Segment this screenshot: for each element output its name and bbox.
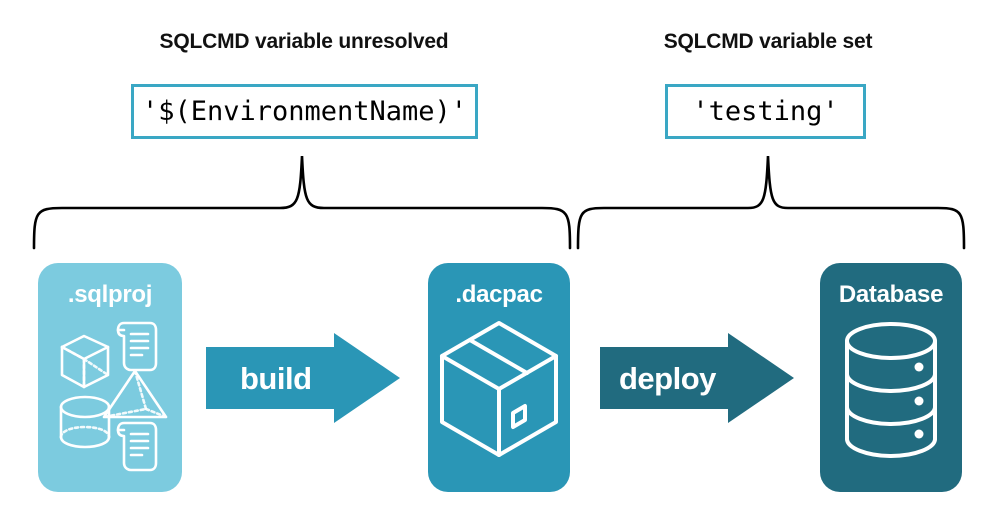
- cube-icon: [60, 334, 110, 389]
- card-sqlproj-title: .sqlproj: [67, 281, 153, 308]
- sqlproj-artwork: [59, 321, 168, 472]
- brace-left-icon: [32, 155, 572, 250]
- database-artwork: [845, 322, 937, 458]
- scroll-icon: [116, 421, 158, 472]
- heading-sqlcmd-variable-set: SQLCMD variable set: [663, 30, 873, 53]
- card-database-title: Database: [838, 281, 944, 308]
- scroll-icon: [116, 321, 158, 372]
- code-box-environment-name: '$(EnvironmentName)': [131, 84, 478, 139]
- cylinder-icon: [59, 395, 111, 449]
- arrow-build-label: build: [240, 361, 312, 396]
- package-box-icon: [440, 321, 558, 457]
- card-dacpac-title: .dacpac: [455, 281, 543, 308]
- pyramid-icon: [102, 369, 168, 419]
- card-dacpac: .dacpac: [428, 263, 570, 492]
- dacpac-artwork: [440, 321, 558, 457]
- arrow-deploy-icon: [600, 333, 794, 423]
- card-database: Database: [820, 263, 962, 492]
- arrow-deploy-label: deploy: [619, 361, 716, 396]
- database-cylinder-icon: [845, 322, 937, 458]
- arrow-build-icon: [206, 333, 400, 423]
- code-box-testing: 'testing': [665, 84, 866, 139]
- brace-right-icon: [576, 155, 966, 250]
- heading-sqlcmd-variable-unresolved: SQLCMD variable unresolved: [159, 30, 449, 53]
- card-sqlproj: .sqlproj: [38, 263, 182, 492]
